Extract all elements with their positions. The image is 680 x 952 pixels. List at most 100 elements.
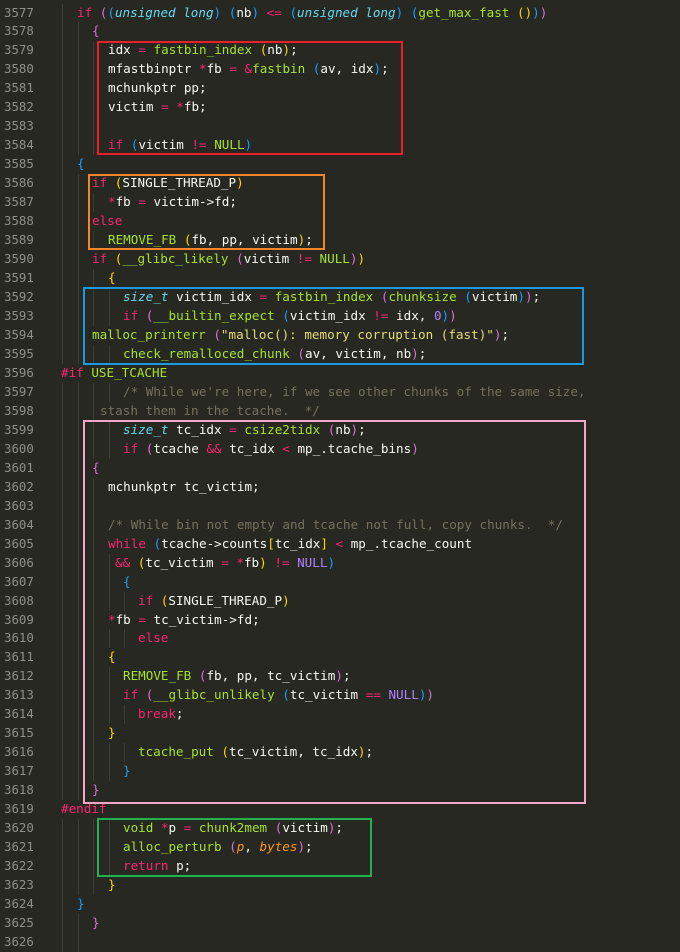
code-line[interactable]: 3609*fb = tc_victim->fd; <box>0 610 680 630</box>
indent-guide <box>62 439 63 459</box>
line-number: 3593 <box>4 308 34 323</box>
code-token <box>153 593 161 608</box>
indent-guide <box>78 648 79 668</box>
code-token: } <box>108 725 116 741</box>
code-token: p <box>168 820 184 836</box>
code-line[interactable]: 3606&& (tc_victim = *fb) != NULL) <box>0 553 680 573</box>
code-token: & <box>244 61 253 77</box>
code-text: size_t victim_idx = fastbin_index (chunk… <box>123 288 540 307</box>
code-token <box>252 42 260 57</box>
code-token: NULL <box>388 687 419 703</box>
indent-guide <box>109 344 110 364</box>
code-token: { <box>92 23 100 39</box>
code-line[interactable]: 3591{ <box>0 269 680 289</box>
line-number: 3587 <box>4 194 34 210</box>
indent-guide <box>62 231 63 251</box>
code-token: { <box>77 156 85 172</box>
code-token: USE_TCACHE <box>91 364 168 380</box>
code-token: tc_idx <box>274 535 321 551</box>
code-line[interactable]: 3585{ <box>0 155 680 175</box>
code-token: ( <box>145 440 154 456</box>
code-line[interactable]: 3624} <box>0 895 680 914</box>
code-line[interactable]: 3617} <box>0 762 680 782</box>
code-line[interactable]: 3604/* While bin not empty and tcache no… <box>0 515 680 535</box>
code-text: mchunkptr tc_victim; <box>108 478 260 497</box>
indent-guide <box>62 496 63 516</box>
indent-guide <box>62 382 63 402</box>
code-line[interactable]: 3618} <box>0 781 680 801</box>
code-text: } <box>92 781 100 800</box>
code-line[interactable]: 3623} <box>0 876 680 896</box>
line-number: 3589 <box>4 232 34 248</box>
indent-guide <box>78 174 79 194</box>
code-line[interactable]: 3611{ <box>0 648 680 668</box>
code-line[interactable]: 3587*fb = victim->fd; <box>0 193 680 213</box>
indent-guide <box>78 876 79 896</box>
code-line[interactable]: 3578 { <box>0 22 680 42</box>
indent-guide <box>109 762 110 782</box>
line-number: 3582 <box>4 99 34 115</box>
indent-guide <box>78 629 79 649</box>
indent-guide <box>109 307 110 326</box>
code-line[interactable]: 3603 <box>0 496 680 516</box>
indent-guide <box>109 591 110 611</box>
code-token: { <box>92 459 100 475</box>
code-line[interactable]: 3619#endif <box>0 800 680 819</box>
code-token: { <box>123 573 131 589</box>
indent-guide <box>78 743 79 763</box>
code-line[interactable]: 3601{ <box>0 458 680 478</box>
indent-guide <box>62 724 63 744</box>
line-number: 3595 <box>4 345 34 361</box>
code-line[interactable]: 3597/* While we're here, if we see other… <box>0 382 680 402</box>
indent-guide <box>78 325 79 345</box>
code-line[interactable]: 3596#if USE_TCACHE <box>0 364 680 383</box>
code-token: if <box>92 251 108 267</box>
code-token: ( <box>380 289 389 305</box>
code-line[interactable]: 3607 { <box>0 572 680 592</box>
indent-guide <box>62 41 63 61</box>
indent-guide <box>78 193 79 213</box>
code-line[interactable]: 3626 <box>0 932 680 952</box>
line-number: 3578 <box>4 23 34 39</box>
code-line[interactable]: 3583 <box>0 117 680 137</box>
line-number: 3607 <box>4 573 34 589</box>
indent-guide <box>78 914 79 933</box>
code-line[interactable]: 3615} <box>0 724 680 744</box>
code-token: && <box>206 440 222 456</box>
code-token: fb <box>243 554 260 570</box>
code-token: victim_idx <box>168 289 260 305</box>
code-line[interactable]: 3582 victim = *fb; <box>0 98 680 118</box>
line-number: 3609 <box>4 611 34 627</box>
code-token: = <box>229 61 237 77</box>
code-line[interactable]: 3625} <box>0 914 680 933</box>
code-text: victim = *fb; <box>108 98 207 117</box>
